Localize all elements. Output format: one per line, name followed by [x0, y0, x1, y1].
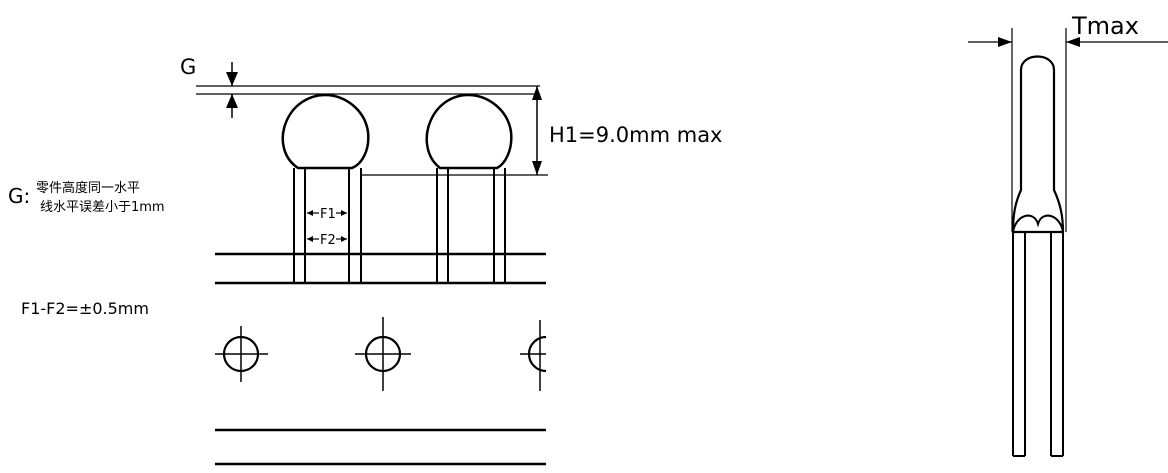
- g-note-line2: 线水平误差小于1mm: [40, 200, 165, 215]
- f1-label: F1: [320, 207, 336, 222]
- sprocket-hole-2: [355, 317, 411, 391]
- f2-dimension: [307, 236, 347, 242]
- f-tolerance-label: F1-F2=±0.5mm: [21, 299, 149, 318]
- taped-capacitors-drawing: G H1=9.0mm max G: 零件高度同一水平 线水平误差小于1mm F1…: [8, 55, 723, 466]
- f1-dimension: [307, 210, 347, 216]
- h1-dimension: [360, 86, 548, 176]
- sprocket-hole-1: [215, 326, 268, 382]
- g-arrows: [226, 62, 238, 118]
- g-marker-label: G: [180, 55, 196, 79]
- tmax-arrows: [968, 37, 1168, 47]
- tmax-label: Tmax: [1071, 12, 1139, 40]
- g-note-line1: 零件高度同一水平: [36, 180, 140, 196]
- capacitor-2: [425, 93, 513, 283]
- sprocket-hole-3-partial: [520, 320, 547, 391]
- side-profile-leads: [1012, 232, 1064, 457]
- capacitor-1: [281, 93, 370, 283]
- h1-spec-label: H1=9.0mm max: [549, 123, 723, 147]
- f2-label: F2: [320, 233, 336, 248]
- side-profile-drawing: Tmax: [968, 12, 1168, 457]
- capacitor-side-profile: [1011, 55, 1065, 234]
- g-note-prefix: G:: [8, 184, 30, 208]
